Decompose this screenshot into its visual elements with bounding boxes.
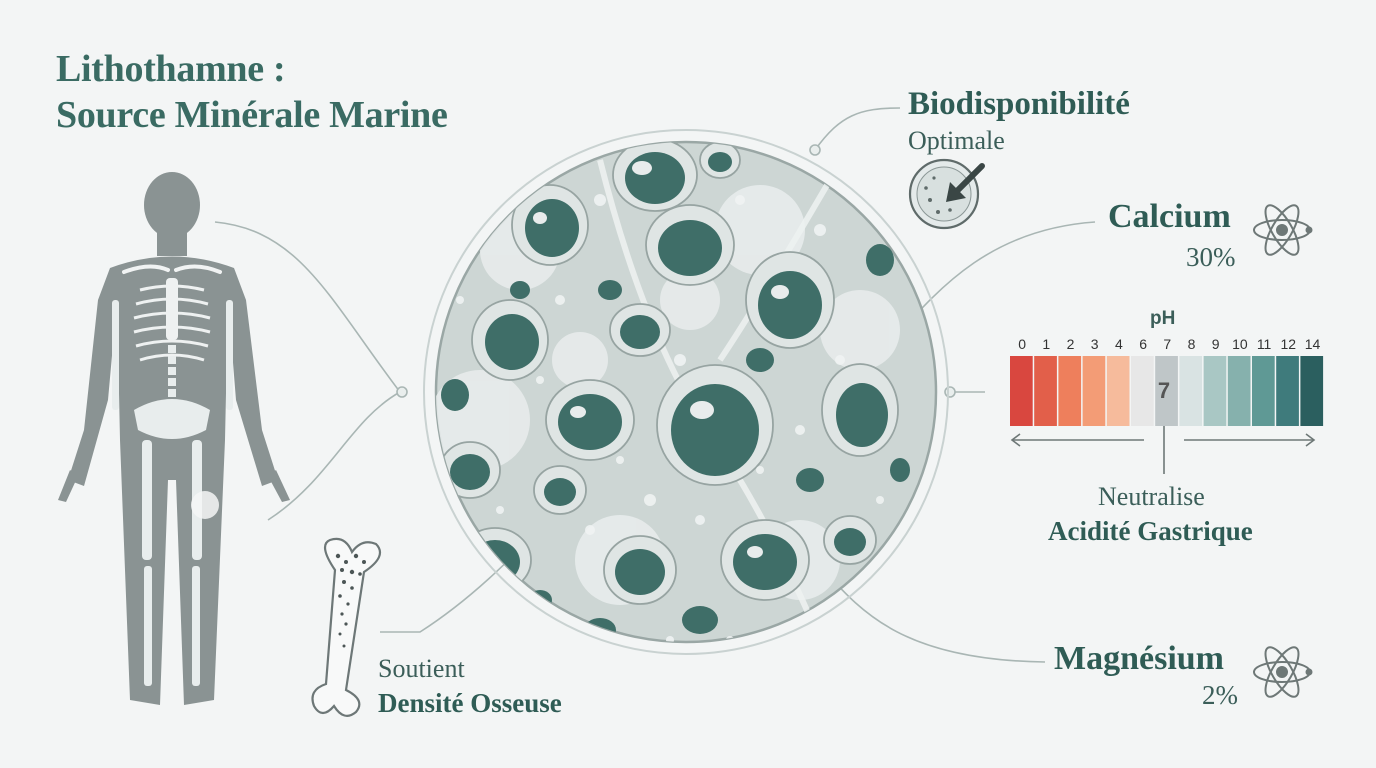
bone-illustration — [311, 537, 382, 717]
ph-tick-label: 7 — [1163, 336, 1172, 352]
ph-caption-line-2: Acidité Gastrique — [1048, 516, 1253, 546]
ph-swatch — [1034, 356, 1057, 426]
ph-swatch — [1131, 356, 1154, 426]
bioavailability-subtitle: Optimale — [908, 126, 1005, 155]
ph-swatch — [1082, 356, 1106, 426]
human-silhouette — [58, 172, 290, 705]
title-line-2: Source Minérale Marine — [56, 94, 448, 136]
pores — [441, 152, 910, 642]
connector-body-bottom — [267, 391, 401, 521]
page-title: Lithothamne : Source Minérale Marine — [56, 46, 448, 138]
connector-magnesium — [819, 565, 1046, 663]
ph-tick-label: 1 — [1042, 336, 1051, 352]
title-line-1: Lithothamne : — [56, 48, 286, 90]
ph-tick-label: 6 — [1139, 336, 1147, 352]
calcium-value: 30% — [1186, 242, 1236, 272]
bone-caption-line-1: Soutient — [378, 654, 465, 683]
ph-swatch — [1155, 356, 1178, 426]
ph-tick-label: 0 — [1018, 336, 1026, 352]
ph-tick-label: 10 — [1232, 336, 1248, 352]
ph-tick-label: 12 — [1280, 336, 1297, 352]
ph-swatch — [1179, 356, 1203, 426]
connector-bio — [814, 107, 901, 151]
bone-caption-line-2: Densité Osseuse — [378, 688, 562, 718]
ph-swatch — [1227, 356, 1251, 426]
lithothamnion-microstructure — [423, 129, 949, 655]
ph-tick-label: 9 — [1211, 336, 1220, 352]
ph-tick-label: 2 — [1066, 336, 1075, 352]
small-pores — [456, 194, 884, 642]
ph-swatch — [1203, 356, 1227, 426]
ph-label: pH — [1150, 308, 1176, 329]
ph-tick-label: 14 — [1304, 336, 1321, 352]
ph-scale-bar — [1010, 356, 1324, 426]
atom-icon — [1253, 204, 1313, 256]
ph-tick-label: 4 — [1114, 336, 1123, 352]
arrow-into-circle-icon — [908, 158, 985, 230]
atom-icon — [1253, 646, 1313, 698]
ph-neutral-value: 7 — [1157, 378, 1171, 403]
magnesium-title: Magnésium — [1054, 640, 1224, 677]
ph-swatch — [1010, 356, 1033, 426]
ph-swatch — [1058, 356, 1082, 426]
ph-swatch — [1106, 356, 1130, 426]
ph-swatch — [1252, 356, 1275, 426]
ph-tick-label: 8 — [1187, 336, 1196, 352]
connector-body-top — [214, 221, 401, 393]
ph-swatch — [1300, 356, 1324, 426]
ph-swatch — [1276, 356, 1299, 426]
ph-caption-line-1: Neutralise — [1098, 482, 1205, 511]
ph-arrows — [1010, 426, 1316, 474]
pore-highlights — [533, 161, 789, 558]
ph-tick-label: 11 — [1256, 336, 1272, 352]
bioavailability-title: Biodisponibilité — [908, 86, 1130, 122]
calcium-title: Calcium — [1108, 198, 1231, 235]
magnesium-value: 2% — [1202, 680, 1238, 710]
ph-tick-label: 3 — [1090, 336, 1099, 352]
